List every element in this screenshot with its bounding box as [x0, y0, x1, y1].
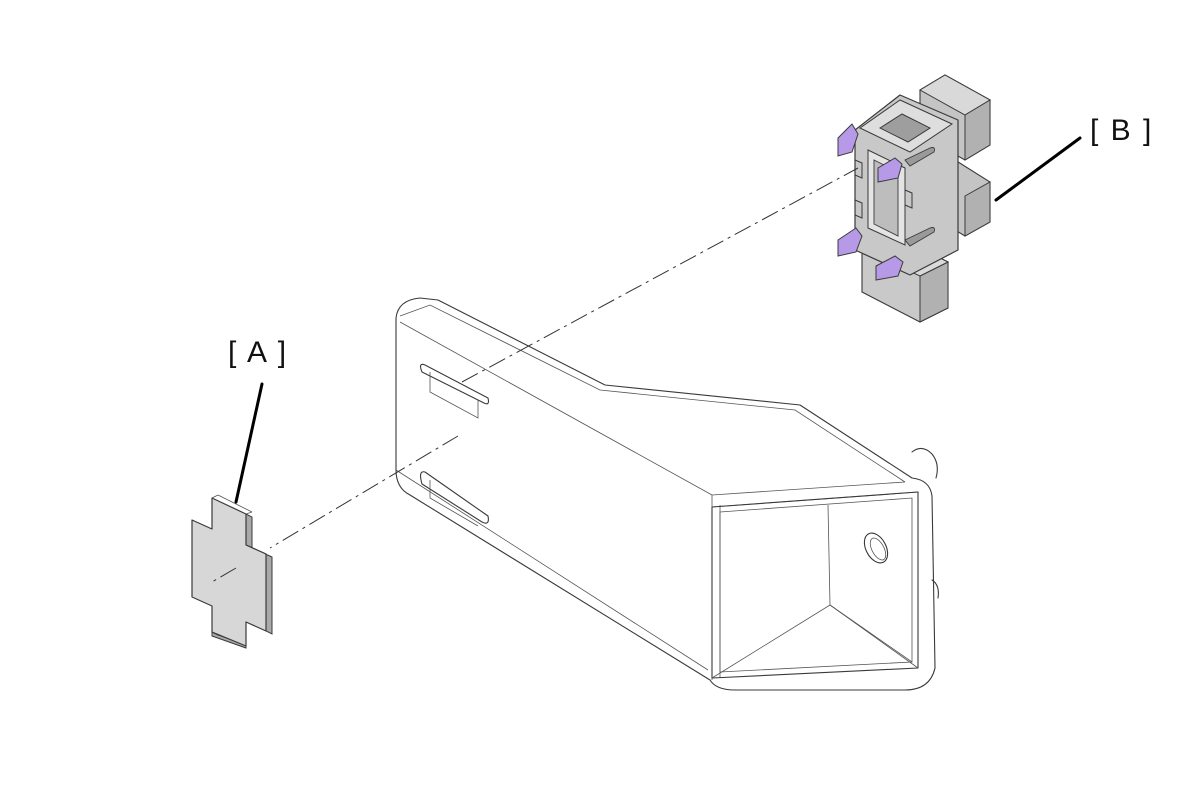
callout-b: [ B ] [994, 114, 1153, 202]
assembly-line-upper [461, 167, 859, 383]
callout-b-leader [994, 136, 1082, 202]
clip-tab-lower-right [875, 255, 904, 281]
clip-tab-upper-left [837, 123, 859, 157]
upper-slot [419, 363, 490, 405]
housing-bracket [395, 297, 939, 691]
lower-slot [419, 471, 489, 524]
side-hole [863, 532, 889, 564]
callout-a-leader [234, 382, 264, 504]
callout-b-label: [ B ] [1090, 114, 1153, 147]
clip-tab-upper-right [877, 157, 903, 183]
assembly-line-lower [269, 435, 459, 549]
callout-a: [ A ] [228, 336, 288, 504]
clip-tab-lower-left [837, 227, 863, 257]
part-b-clip [837, 74, 991, 323]
callout-a-label: [ A ] [228, 336, 288, 369]
part-a-plate [191, 494, 273, 649]
